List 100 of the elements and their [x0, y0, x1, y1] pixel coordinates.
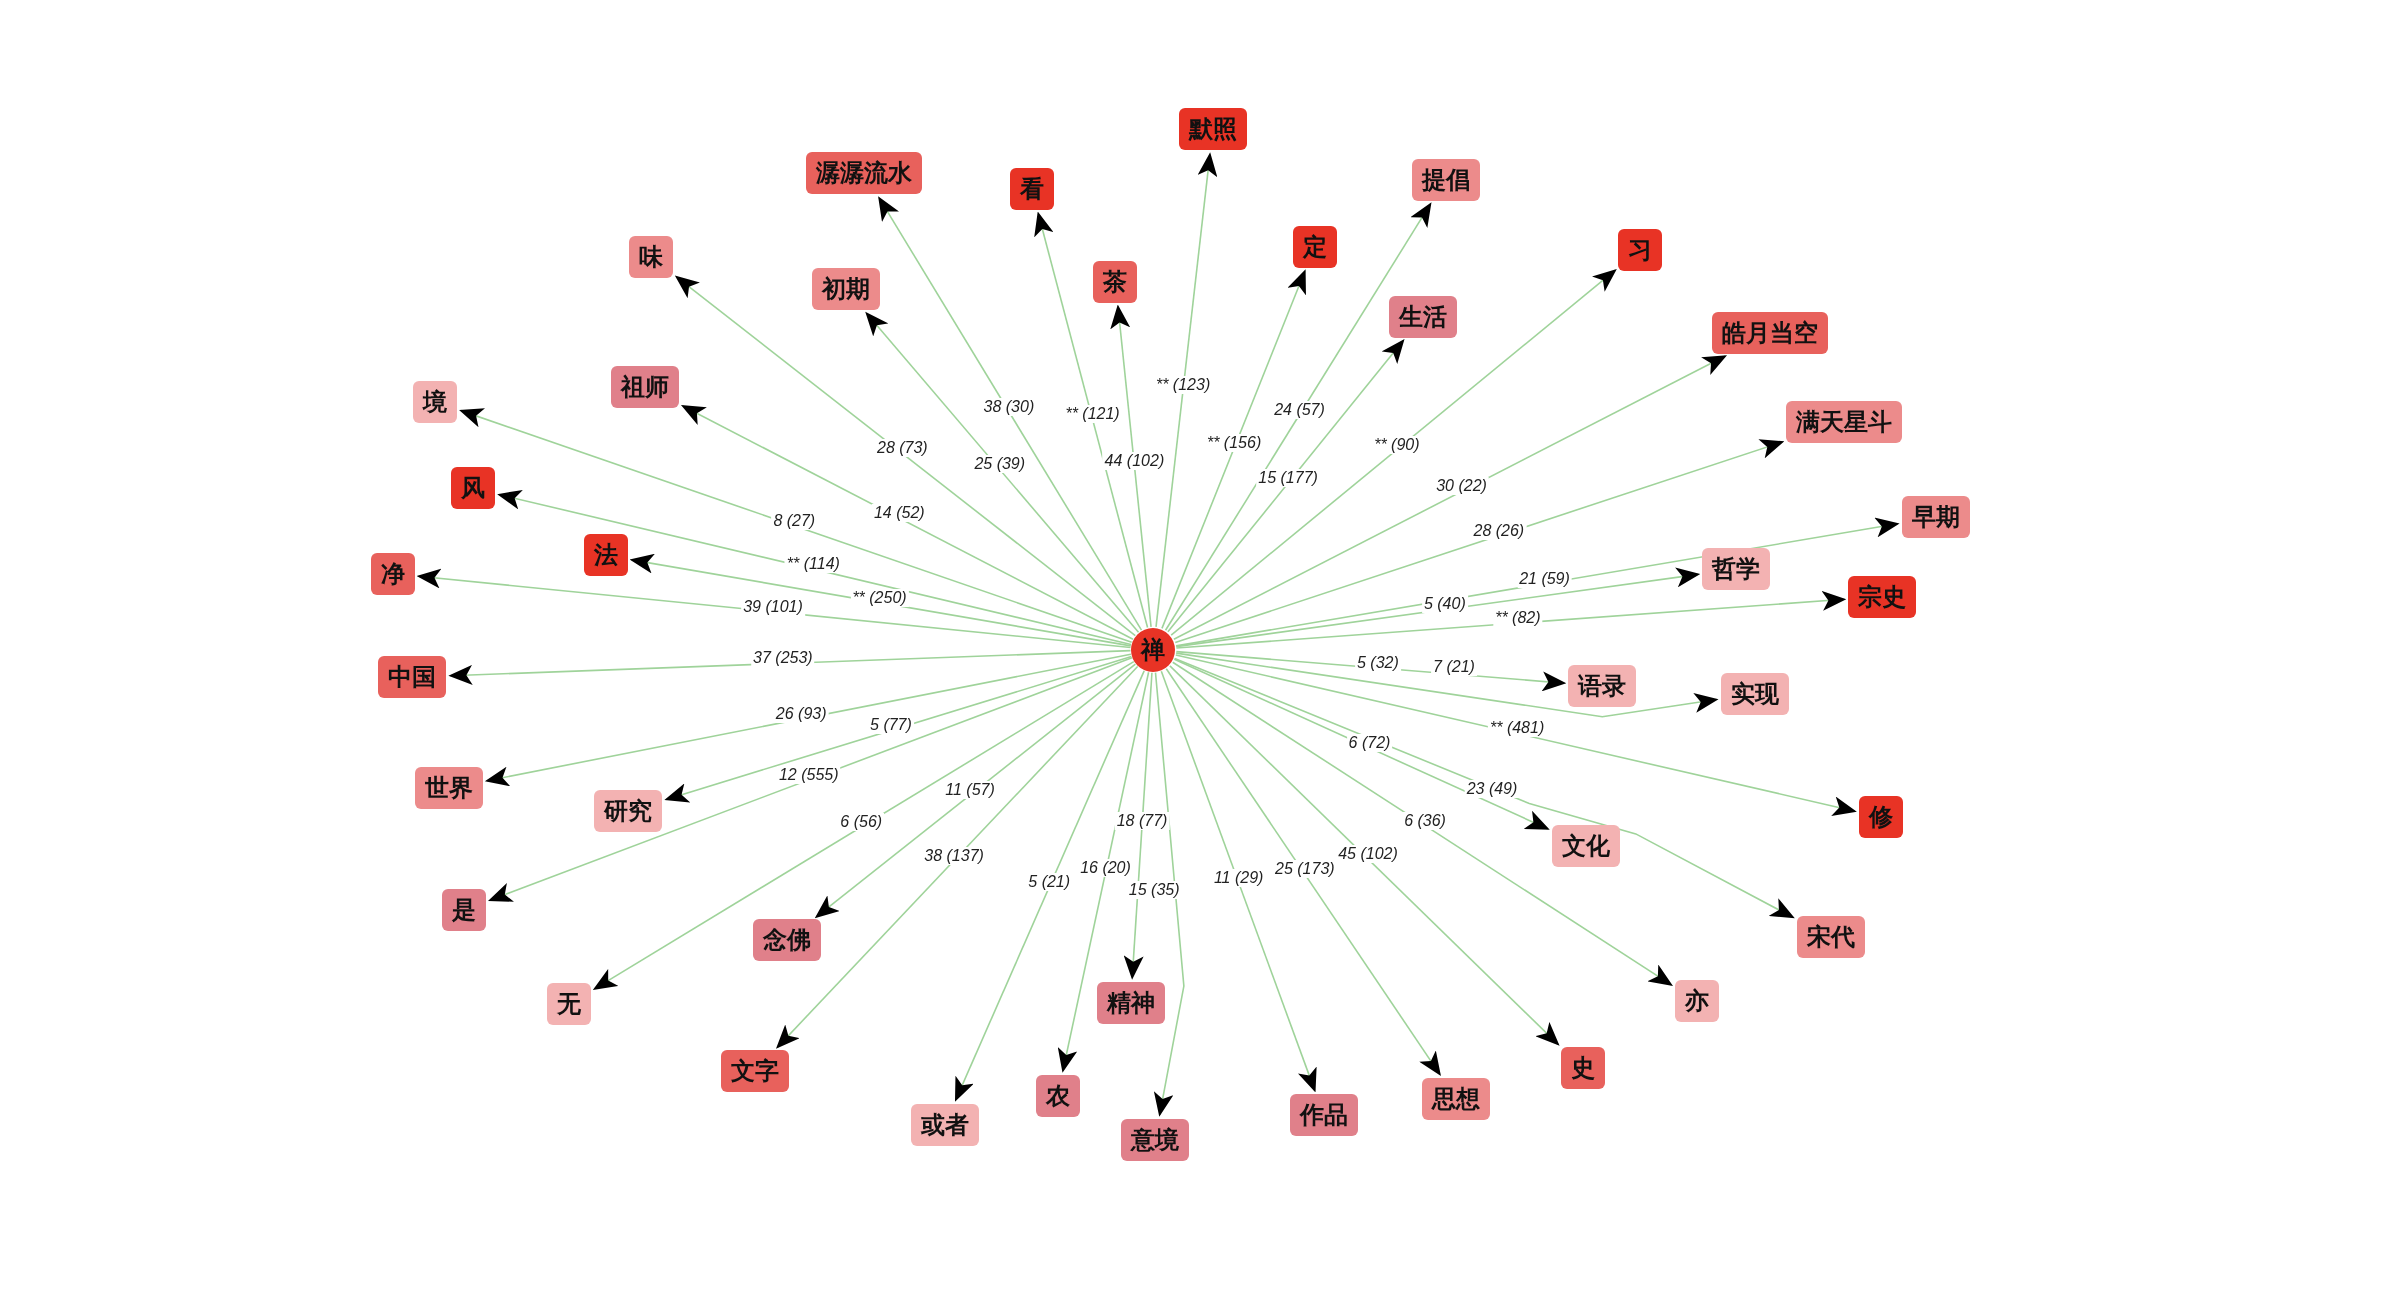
keyword-node: 作品: [1289, 1094, 1358, 1137]
arrow: [1165, 668, 1441, 1076]
arrow: [1170, 268, 1617, 636]
keyword-node: 提倡: [1411, 158, 1480, 201]
keyword-node: 味: [629, 236, 674, 279]
edge-label: 8 (27): [771, 511, 818, 530]
keyword-node: 生活: [1388, 295, 1457, 338]
keyword-node: 念佛: [752, 919, 821, 962]
keyword-node: 宗史: [1848, 575, 1917, 618]
arrow: [865, 311, 1140, 634]
edge-label: ** (121): [1063, 405, 1122, 424]
keyword-node: 定: [1292, 225, 1337, 268]
arrow: [955, 670, 1145, 1102]
arrow: [1164, 202, 1432, 631]
arrow: [1173, 658, 1550, 830]
edge-label: 11 (29): [1211, 868, 1266, 887]
keyword-node: 语录: [1568, 665, 1637, 708]
edge-label: 44 (102): [1102, 451, 1167, 470]
arrow: [776, 665, 1139, 1049]
keyword-node: 亦: [1674, 980, 1719, 1023]
keyword-node: 思想: [1422, 1077, 1491, 1120]
arrow: [674, 275, 1137, 637]
arrow: [1167, 339, 1405, 633]
arrow: [1173, 355, 1728, 641]
edge-label: 38 (30): [981, 397, 1037, 416]
arrow: [1174, 439, 1785, 644]
keyword-node: 哲学: [1702, 548, 1771, 591]
arrow: [497, 489, 1132, 646]
edge-label: 25 (39): [972, 455, 1028, 474]
edge-label: 37 (253): [751, 649, 815, 668]
arrow: [1175, 654, 1857, 816]
arrow: [1175, 590, 1847, 649]
arrow: [814, 663, 1137, 919]
edge-label: 39 (101): [741, 597, 805, 616]
keyword-node: 无: [547, 983, 592, 1026]
arrow: [1160, 670, 1317, 1093]
keyword-node: 文字: [720, 1050, 789, 1093]
edge-label: 11 (57): [943, 781, 997, 800]
arrow: [488, 657, 1133, 902]
arrow: [448, 649, 1132, 685]
arrow: [416, 568, 1132, 649]
arrow: [629, 553, 1132, 647]
arrow: [484, 653, 1132, 787]
arrow: [1110, 304, 1152, 628]
edge-label: 15 (177): [1256, 469, 1320, 488]
keyword-node: 实现: [1720, 672, 1789, 715]
arrow: [1153, 671, 1185, 1117]
keyword-node: 境: [413, 380, 458, 423]
keyword-node: 看: [1009, 167, 1054, 210]
keyword-node: 初期: [812, 268, 881, 311]
keyword-node: 意境: [1120, 1118, 1189, 1161]
edge-label: 23 (49): [1464, 779, 1520, 798]
arrow: [1175, 567, 1701, 648]
keyword-node: 或者: [910, 1103, 979, 1146]
arrow: [1123, 671, 1153, 980]
edge-label: 16 (20): [1078, 858, 1133, 877]
arrow: [459, 408, 1133, 644]
edge-label: 5 (40): [1421, 595, 1468, 614]
keyword-node: 潺潺流水: [806, 152, 923, 195]
center-node: 禅: [1131, 627, 1176, 672]
edge-label: 14 (52): [871, 504, 927, 523]
edge-label: 45 (102): [1336, 845, 1400, 863]
keyword-node: 茶: [1093, 260, 1138, 303]
edge-label: ** (114): [784, 555, 842, 574]
edge-label: 26 (93): [773, 705, 829, 723]
edge-label: 24 (57): [1272, 400, 1327, 419]
keyword-node: 宋代: [1796, 916, 1865, 959]
edge-label: ** (250): [850, 588, 909, 607]
edge-label: 25 (173): [1273, 860, 1337, 879]
keyword-node: 中国: [378, 656, 447, 699]
keyword-node: 默照: [1178, 108, 1247, 151]
edge-label: ** (82): [1493, 609, 1543, 628]
arrow: [1169, 665, 1560, 1046]
keyword-node: 是: [442, 888, 487, 931]
keyword-node: 满天星斗: [1786, 400, 1903, 443]
arrow: [1171, 661, 1673, 986]
edge-label: 7 (21): [1431, 657, 1477, 676]
edge-label: 6 (56): [838, 813, 885, 831]
keyword-node: 文化: [1551, 825, 1620, 868]
edge-label: 5 (21): [1026, 873, 1073, 892]
arrow: [1057, 671, 1150, 1073]
arrow: [1155, 152, 1218, 628]
edge-label: 5 (32): [1355, 654, 1401, 672]
keyword-node: 早期: [1901, 496, 1970, 539]
edge-label: 5 (77): [868, 716, 914, 735]
edge-label: 12 (555): [776, 765, 841, 784]
edge-label: 28 (26): [1471, 521, 1527, 540]
arrow: [1034, 211, 1149, 629]
keyword-node: 祖师: [611, 365, 680, 408]
keyword-node: 净: [370, 552, 415, 595]
arrow: [1175, 652, 1719, 718]
edge-label: 21 (59): [1517, 569, 1572, 588]
keyword-node: 法: [583, 534, 628, 577]
keyword-node: 史: [1560, 1047, 1605, 1090]
keyword-node: 修: [1858, 796, 1903, 839]
edge-label: 28 (73): [875, 439, 930, 458]
arrow: [878, 196, 1143, 631]
edge-label: ** (90): [1372, 435, 1422, 454]
arrow: [1161, 269, 1306, 630]
keyword-node: 皓月当空: [1711, 312, 1828, 355]
